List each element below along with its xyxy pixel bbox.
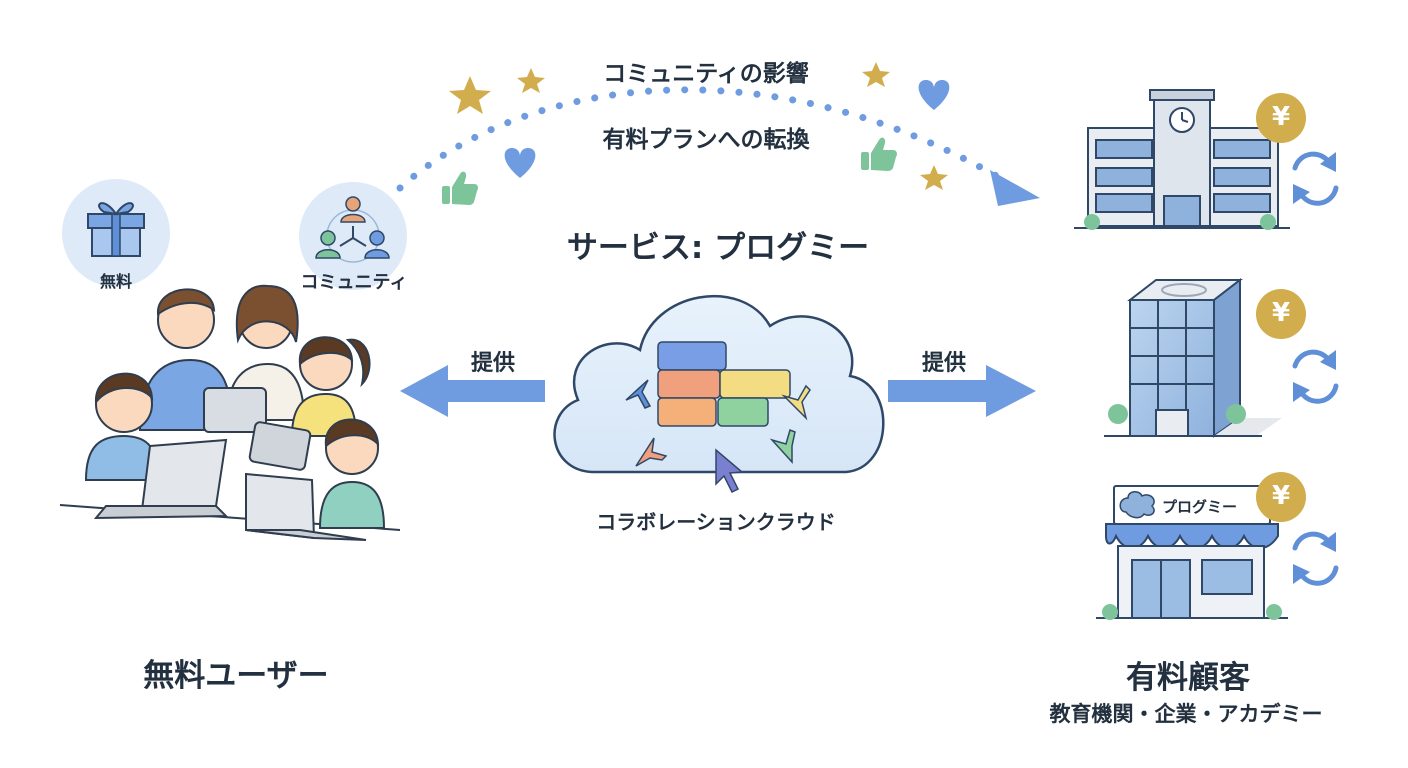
recurring-cycle-icon <box>1292 349 1339 404</box>
thumbs-up-icon <box>861 137 897 171</box>
paid-customers-title: 有料顧客 <box>1126 660 1250 696</box>
yen-symbol: ¥ <box>1271 481 1291 511</box>
school-building-icon <box>1074 89 1290 230</box>
star-icon <box>920 165 948 190</box>
cloud-label: コラボレーションクラウド <box>596 510 836 534</box>
arc-bottom-label: 有料プランへの転換 <box>602 127 810 153</box>
thumbs-up-icon <box>442 171 478 205</box>
right-provide-arrow <box>888 365 1036 417</box>
left-arrow-label: 提供 <box>470 351 516 376</box>
puzzle-pieces <box>657 341 791 427</box>
left-provide-arrow <box>400 365 545 417</box>
paid-customers-subtitle: 教育機関・企業・アカデミー <box>1049 702 1323 726</box>
heart-icon <box>504 148 536 178</box>
collaboration-cloud <box>553 294 885 494</box>
cursor-icon <box>635 437 668 467</box>
cursor-icon <box>715 448 744 494</box>
cursor-icon <box>781 384 811 421</box>
cursor-icon <box>769 428 796 464</box>
star-icon <box>449 76 491 114</box>
yen-coin-icon <box>1256 289 1306 339</box>
yen-coin-icon <box>1256 93 1306 143</box>
recurring-cycle-icon <box>1292 151 1339 206</box>
gift-icon <box>87 202 145 257</box>
yen-symbol: ¥ <box>1271 298 1291 328</box>
community-label: コミュニティ <box>300 272 408 293</box>
service-title: サービス: プログミー <box>566 230 870 266</box>
free-users-title: 無料ユーザー <box>143 658 329 694</box>
star-icon <box>517 68 545 93</box>
recurring-cycle-icon <box>1292 531 1339 586</box>
arc-top-label: コミュニティの影響 <box>603 61 809 87</box>
free-users-illustration <box>59 284 401 541</box>
free-gift-badge <box>62 179 170 287</box>
conversion-arc <box>396 86 1040 206</box>
shop-sign-label: プログミー <box>1162 498 1238 516</box>
star-icon <box>862 62 890 87</box>
community-badge <box>299 182 407 290</box>
office-tower-icon <box>1104 277 1282 438</box>
gift-label: 無料 <box>99 272 133 291</box>
arc-arrowhead <box>990 170 1040 206</box>
brain-icon <box>1119 491 1155 519</box>
heart-icon <box>918 80 950 110</box>
right-arrow-label: 提供 <box>921 351 967 376</box>
yen-symbol: ¥ <box>1271 102 1291 132</box>
yen-coin-icon <box>1256 472 1306 522</box>
community-people-icon <box>315 196 390 263</box>
cursor-icon <box>625 379 652 409</box>
